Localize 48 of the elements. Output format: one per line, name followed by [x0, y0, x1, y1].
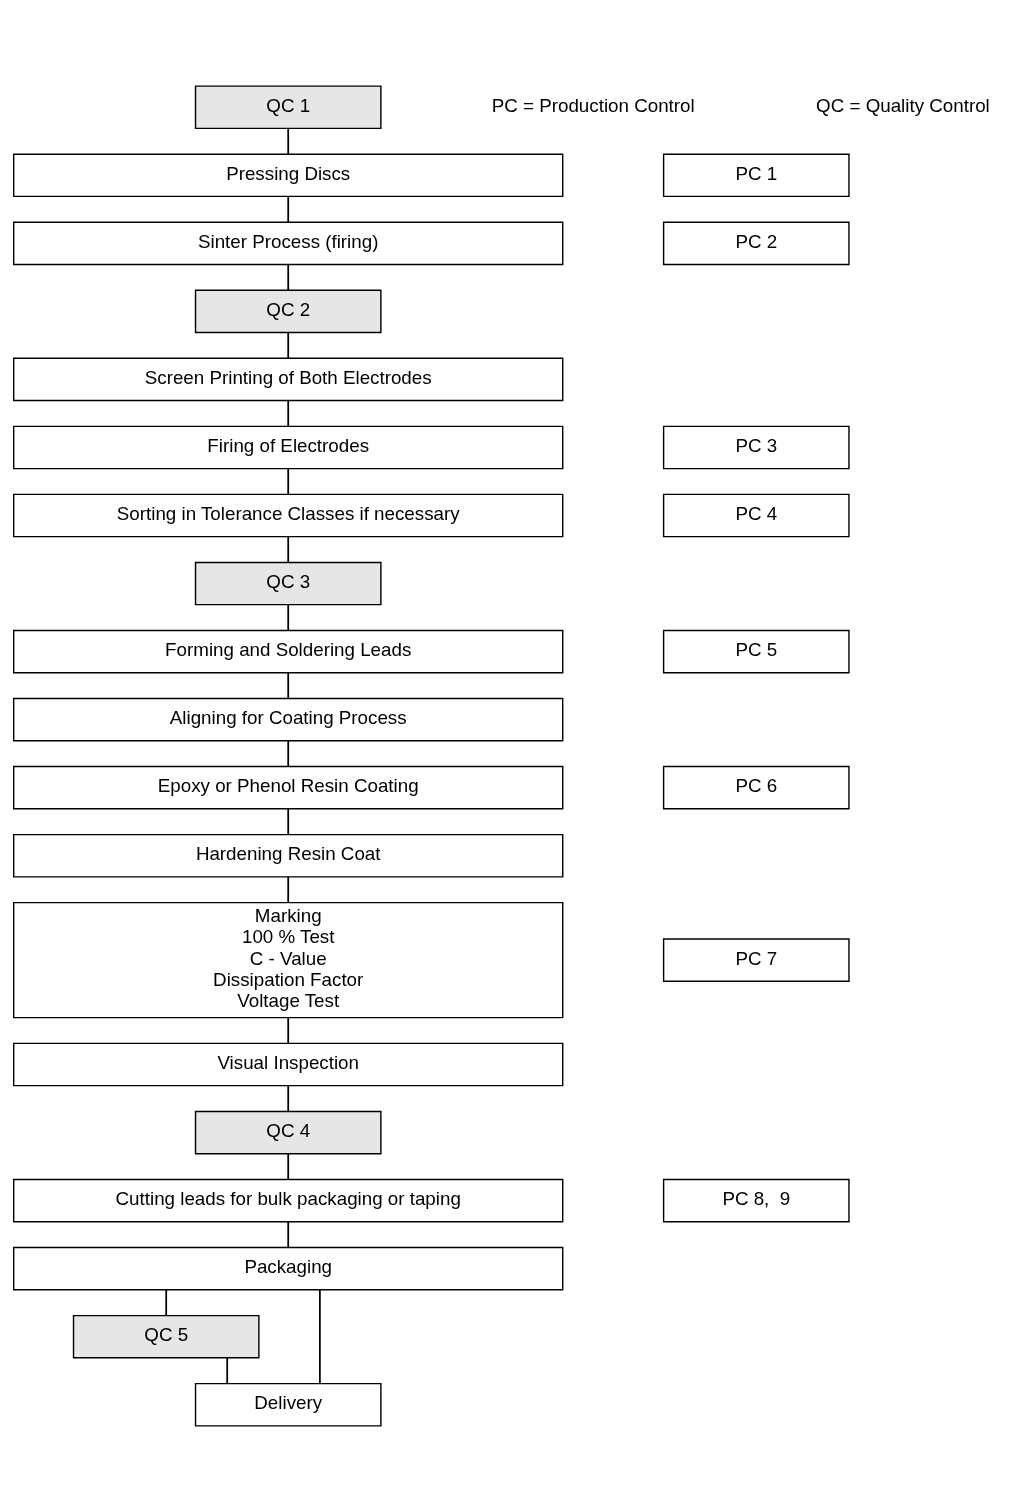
- node-box: PC 6: [662, 765, 850, 810]
- node-box: Cutting leads for bulk packaging or taping: [12, 1178, 563, 1223]
- node-box: Packaging: [12, 1246, 563, 1291]
- connector: [286, 1084, 289, 1113]
- node-box: Marking 100 % Test C - Value Dissipation Factor Voltage Test: [12, 901, 563, 1019]
- node-box: Firing of Electrodes: [12, 425, 563, 470]
- node-box: QC 2: [194, 289, 382, 334]
- connector: [286, 263, 289, 291]
- node-box: Delivery: [194, 1382, 382, 1427]
- connector: [225, 1356, 228, 1385]
- node-box: Visual Inspection: [12, 1042, 563, 1087]
- node-box: PC 7: [662, 938, 850, 982]
- connector: [286, 195, 289, 223]
- connector: [286, 467, 289, 495]
- connector: [164, 1288, 167, 1317]
- node-box: Epoxy or Phenol Resin Coating: [12, 765, 563, 810]
- connector: [286, 1220, 289, 1249]
- label: QC = Quality Control: [815, 94, 990, 116]
- label: PC = Production Control: [491, 94, 695, 116]
- node-box: PC 4: [662, 493, 850, 538]
- node-box: PC 5: [662, 629, 850, 674]
- connector: [286, 535, 289, 564]
- connector: [286, 671, 289, 700]
- node-box: PC 8, 9: [662, 1178, 850, 1223]
- connector: [286, 399, 289, 427]
- node-box: QC 1: [194, 85, 382, 130]
- node-box: Pressing Discs: [12, 153, 563, 198]
- node-box: Screen Printing of Both Electrodes: [12, 357, 563, 402]
- node-box: QC 4: [194, 1110, 382, 1155]
- node-box: Forming and Soldering Leads: [12, 629, 563, 674]
- node-box: Hardening Resin Coat: [12, 833, 563, 878]
- connector: [286, 875, 289, 904]
- node-box: PC 2: [662, 221, 850, 266]
- node-box: QC 3: [194, 561, 382, 606]
- connector: [286, 331, 289, 359]
- node-box: PC 1: [662, 153, 850, 198]
- connector: [286, 1152, 289, 1181]
- node-box: Sinter Process (firing): [12, 221, 563, 266]
- connector: [286, 739, 289, 768]
- node-box: PC 3: [662, 425, 850, 470]
- connector: [286, 807, 289, 836]
- node-box: Aligning for Coating Process: [12, 697, 563, 742]
- node-box: QC 5: [72, 1314, 260, 1359]
- connector: [286, 1016, 289, 1045]
- connector: [286, 127, 289, 155]
- node-box: Sorting in Tolerance Classes if necessary: [12, 493, 563, 538]
- connector: [286, 603, 289, 632]
- connector: [318, 1289, 321, 1385]
